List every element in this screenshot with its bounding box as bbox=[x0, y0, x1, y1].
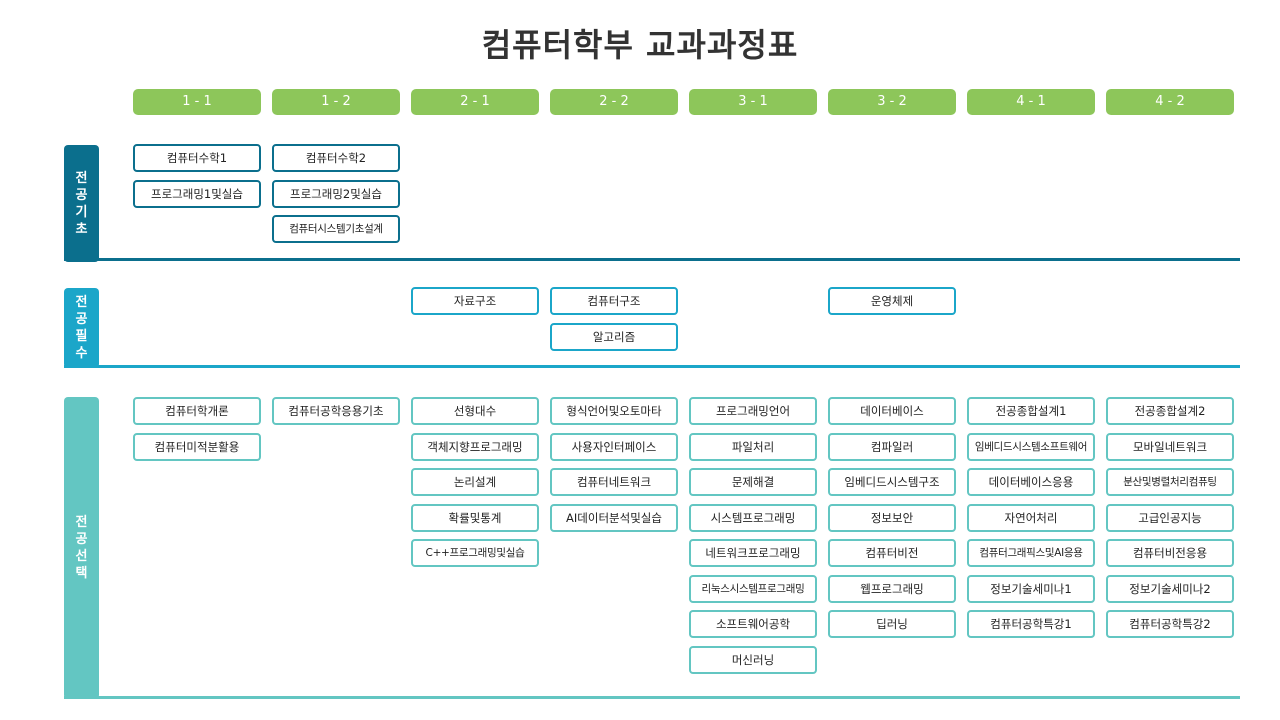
course-box: 객체지향프로그래밍 bbox=[411, 433, 539, 461]
course-box: 확률및통계 bbox=[411, 504, 539, 532]
course-box: 컴퓨터그래픽스및AI응용 bbox=[967, 539, 1095, 567]
course-box: 논리설계 bbox=[411, 468, 539, 496]
course-box: 전공종합설계1 bbox=[967, 397, 1095, 425]
category-label-text: 전공기초 bbox=[75, 170, 88, 237]
course-box: 컴퓨터수학2 bbox=[272, 144, 400, 172]
course-box: 소프트웨어공학 bbox=[689, 610, 817, 638]
course-box: 컴퓨터공학특강1 bbox=[967, 610, 1095, 638]
semester-header: 4 - 2 bbox=[1106, 89, 1234, 115]
course-box: 데이터베이스응용 bbox=[967, 468, 1095, 496]
course-box: 컴퓨터수학1 bbox=[133, 144, 261, 172]
course-box: 컴퓨터네트워크 bbox=[550, 468, 678, 496]
course-box: 분산및병렬처리컴퓨팅 bbox=[1106, 468, 1234, 496]
course-box: 프로그래밍언어 bbox=[689, 397, 817, 425]
semester-header: 3 - 2 bbox=[828, 89, 956, 115]
semester-header: 1 - 1 bbox=[133, 89, 261, 115]
category-label-text: 전공선택 bbox=[75, 515, 88, 581]
course-box: 시스템프로그래밍 bbox=[689, 504, 817, 532]
course-box: 정보보안 bbox=[828, 504, 956, 532]
section-divider bbox=[64, 696, 1240, 699]
section-divider bbox=[64, 365, 1240, 368]
course-box: C++프로그래밍및실습 bbox=[411, 539, 539, 567]
course-box: 모바일네트워크 bbox=[1106, 433, 1234, 461]
course-box: 컴퓨터학개론 bbox=[133, 397, 261, 425]
course-box: 머신러닝 bbox=[689, 646, 817, 674]
course-box: 운영체제 bbox=[828, 287, 956, 315]
course-box: 컴퓨터공학응용기초 bbox=[272, 397, 400, 425]
course-box: 정보기술세미나2 bbox=[1106, 575, 1234, 603]
course-box: 알고리즘 bbox=[550, 323, 678, 351]
semester-header: 1 - 2 bbox=[272, 89, 400, 115]
course-box: 형식언어및오토마타 bbox=[550, 397, 678, 425]
course-box: 컴퓨터비전응용 bbox=[1106, 539, 1234, 567]
semester-header: 2 - 1 bbox=[411, 89, 539, 115]
course-box: 컴퓨터공학특강2 bbox=[1106, 610, 1234, 638]
course-box: 컴퓨터비전 bbox=[828, 539, 956, 567]
course-box: 컴퓨터구조 bbox=[550, 287, 678, 315]
course-box: 프로그래밍1및실습 bbox=[133, 180, 261, 208]
course-box: 임베디드시스템구조 bbox=[828, 468, 956, 496]
course-box: 컴퓨터시스템기초설계 bbox=[272, 215, 400, 243]
category-label: 전공기초 bbox=[64, 145, 99, 262]
semester-header: 4 - 1 bbox=[967, 89, 1095, 115]
category-label-text: 전공필수 bbox=[75, 295, 88, 361]
semester-header: 2 - 2 bbox=[550, 89, 678, 115]
page-title: 컴퓨터학부 교과과정표 bbox=[481, 26, 799, 64]
course-box: 고급인공지능 bbox=[1106, 504, 1234, 532]
course-box: 선형대수 bbox=[411, 397, 539, 425]
course-box: 사용자인터페이스 bbox=[550, 433, 678, 461]
section-divider bbox=[64, 258, 1240, 261]
course-box: 정보기술세미나1 bbox=[967, 575, 1095, 603]
course-box: 데이터베이스 bbox=[828, 397, 956, 425]
course-box: 자료구조 bbox=[411, 287, 539, 315]
course-box: 임베디드시스템소프트웨어 bbox=[967, 433, 1095, 461]
category-label: 전공선택 bbox=[64, 397, 99, 699]
course-box: 딥러닝 bbox=[828, 610, 956, 638]
course-box: 웹프로그래밍 bbox=[828, 575, 956, 603]
course-box: 파일처리 bbox=[689, 433, 817, 461]
course-box: AI데이터분석및실습 bbox=[550, 504, 678, 532]
course-box: 네트워크프로그래밍 bbox=[689, 539, 817, 567]
course-box: 컴파일러 bbox=[828, 433, 956, 461]
course-box: 컴퓨터미적분활용 bbox=[133, 433, 261, 461]
course-box: 자연어처리 bbox=[967, 504, 1095, 532]
course-box: 전공종합설계2 bbox=[1106, 397, 1234, 425]
course-box: 프로그래밍2및실습 bbox=[272, 180, 400, 208]
course-box: 리눅스시스템프로그래밍 bbox=[689, 575, 817, 603]
category-label: 전공필수 bbox=[64, 288, 99, 368]
course-box: 문제해결 bbox=[689, 468, 817, 496]
semester-header: 3 - 1 bbox=[689, 89, 817, 115]
